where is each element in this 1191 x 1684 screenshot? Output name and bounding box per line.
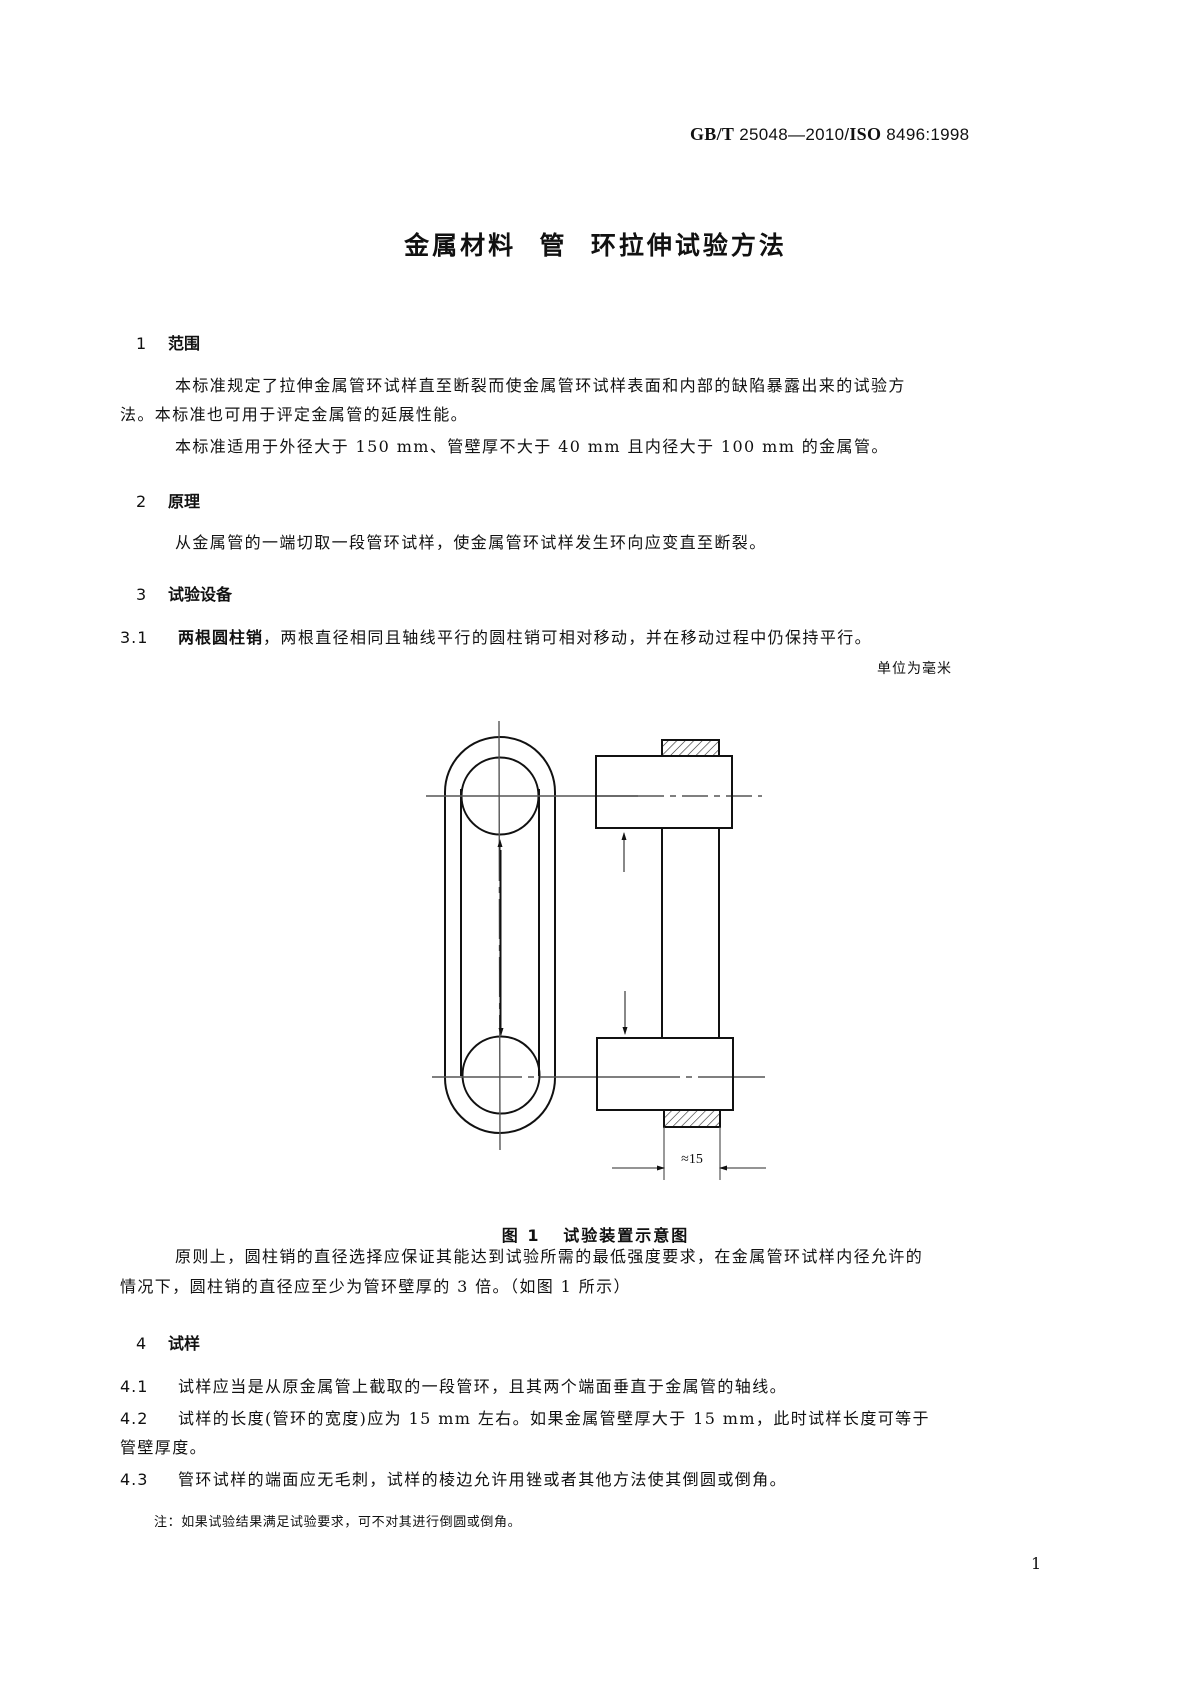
clause-text: ，两根直径相同且轴线平行的圆柱销可相对移动，并在移动过程中仍保持平行。 <box>263 628 873 647</box>
page-number: 1 <box>1031 1554 1042 1573</box>
iso-number: 8496:1998 <box>881 125 970 144</box>
iso-prefix: ISO <box>849 124 882 144</box>
principle-paragraph: 从金属管的一端切取一段管环试样，使金属管环试样发生环向应变直至断裂。 <box>175 533 767 552</box>
clause-number: 4.2 <box>120 1409 149 1428</box>
section-number: 2 <box>136 492 147 511</box>
lower-pin <box>461 1035 541 1115</box>
section-number: 4 <box>136 1334 147 1353</box>
figure-caption: 图 1 试验装置示意图 <box>501 1226 690 1245</box>
section-title: 试验设备 <box>168 585 233 604</box>
clause-number: 4.1 <box>120 1377 149 1396</box>
clause-text: 管环试样的端面应无毛刺，试样的棱边允许用锉或者其他方法使其倒圆或倒角。 <box>178 1470 788 1489</box>
clause-number: 3.1 <box>120 628 149 647</box>
scope-paragraph-1: 本标准规定了拉伸金属管环试样直至断裂而使金属管环试样表面和内部的缺陷暴露出来的试… <box>175 376 906 395</box>
scope-paragraph-1-cont: 法。本标准也可用于评定金属管的延展性能。 <box>120 405 469 424</box>
unit-note: 单位为毫米 <box>877 661 952 677</box>
dimension-label: ≈15 <box>681 1152 703 1167</box>
clause-4-2: 4.2 试样的长度(管环的宽度)应为 15 mm 左右。如果金属管壁厚大于 15 … <box>120 1405 930 1432</box>
section-heading-specimen: 4 试样 <box>136 1330 200 1354</box>
std-number: 25048—2010/ <box>734 125 850 144</box>
section-heading-principle: 2 原理 <box>136 488 200 512</box>
section-heading-scope: 1 范围 <box>136 330 200 354</box>
apparatus-paragraph-1-cont: 情况下，圆柱销的直径应至少为管环壁厚的 3 倍。（如图 1 所示） <box>120 1277 631 1296</box>
clause-text: 试样的长度(管环的宽度)应为 15 mm 左右。如果金属管壁厚大于 15 mm，… <box>178 1409 930 1428</box>
document-title: 金属材料 管 环拉伸试验方法 <box>404 231 787 260</box>
section-number: 1 <box>136 334 147 353</box>
section-title: 原理 <box>168 492 201 511</box>
clause-4-1: 4.1 试样应当是从原金属管上截取的一段管环，且其两个端面垂直于金属管的轴线。 <box>120 1373 787 1400</box>
note: 注：如果试验结果满足试验要求，可不对其进行倒圆或倒角。 <box>154 1515 522 1530</box>
side-view <box>595 755 734 1111</box>
dimension-line <box>612 1127 766 1180</box>
clause-4-2-cont: 管壁厚度。 <box>120 1438 208 1457</box>
ring-specimen <box>444 736 556 1134</box>
clause-4-3: 4.3 管环试样的端面应无毛刺，试样的棱边允许用锉或者其他方法使其倒圆或倒角。 <box>120 1466 787 1493</box>
clause-number: 4.3 <box>120 1470 149 1489</box>
apparatus-paragraph-1: 原则上，圆柱销的直径选择应保证其能达到试验所需的最低强度要求，在金属管环试样内径… <box>175 1247 924 1266</box>
section-title: 范围 <box>168 334 201 353</box>
clause-text: 试样应当是从原金属管上截取的一段管环，且其两个端面垂直于金属管的轴线。 <box>178 1377 788 1396</box>
clause-3-1: 3.1 两根圆柱销，两根直径相同且轴线平行的圆柱销可相对移动，并在移动过程中仍保持… <box>120 624 872 651</box>
section-number: 3 <box>136 585 147 604</box>
hatched-section-top <box>661 739 720 757</box>
section-title: 试样 <box>168 1334 201 1353</box>
hatched-section-bottom <box>663 1109 721 1128</box>
clause-term: 两根圆柱销 <box>178 628 264 647</box>
std-prefix: GB/T <box>690 124 735 144</box>
section-heading-apparatus: 3 试验设备 <box>136 581 232 605</box>
scope-paragraph-2: 本标准适用于外径大于 150 mm、管壁厚不大于 40 mm 且内径大于 100… <box>175 437 889 456</box>
standard-code: GB/T 25048—2010/ISO 8496:1998 <box>690 124 969 145</box>
